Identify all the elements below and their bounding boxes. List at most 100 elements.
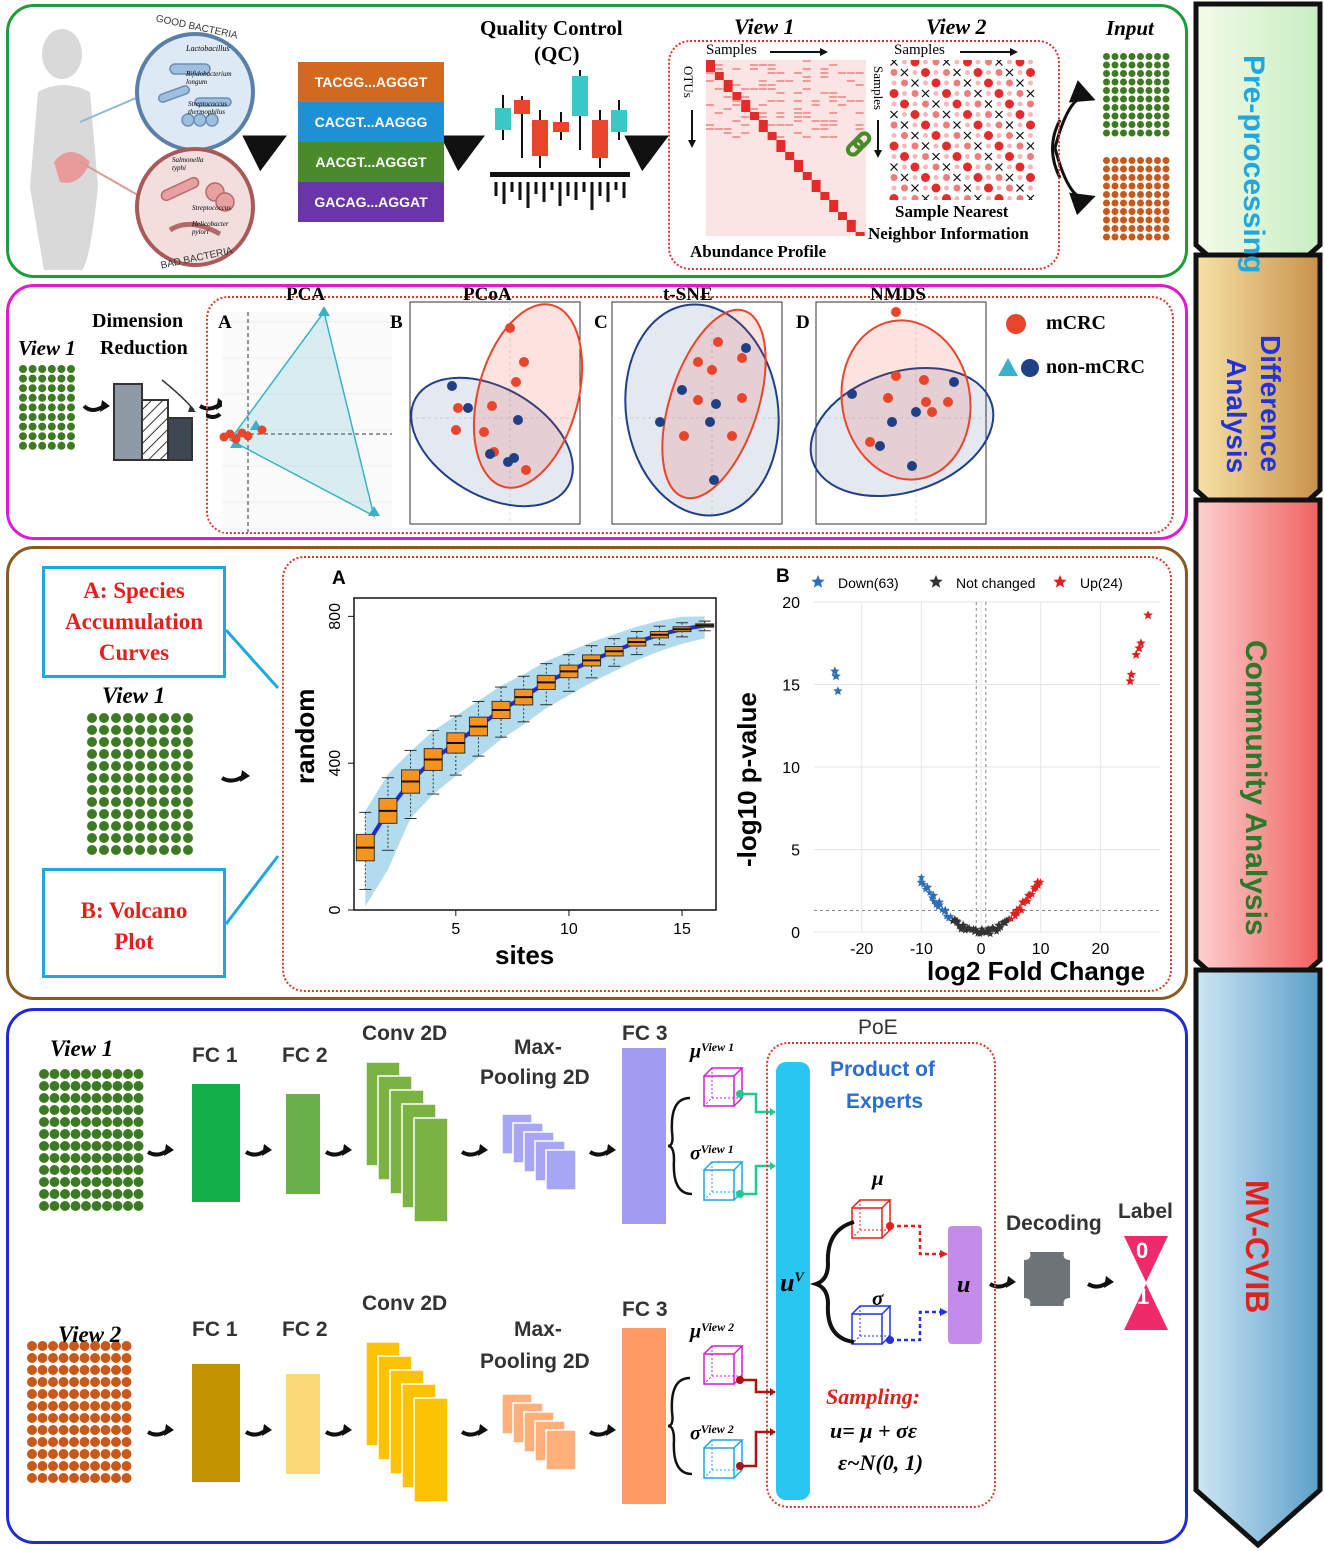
grid-dot: [57, 442, 65, 450]
ordination-point: [509, 453, 519, 463]
label-label: Label: [1118, 1200, 1173, 1224]
mu-view1-label: μView 1: [690, 1040, 734, 1064]
grid-dot: [38, 1377, 48, 1387]
grid-dot: [1103, 191, 1110, 198]
pool-layer: [546, 1430, 576, 1470]
grid-dot: [60, 1117, 70, 1127]
nn-dot: [964, 195, 971, 200]
grid-dot: [1112, 183, 1119, 190]
grid-dot: [1129, 166, 1136, 173]
sampling-eq1: u= μ + σε: [830, 1418, 917, 1444]
grid-dot: [67, 442, 75, 450]
grid-dot: [71, 1117, 81, 1127]
nn-dot: [995, 194, 1004, 200]
grid-dot: [111, 1437, 121, 1447]
heat-cell: [820, 192, 829, 196]
grid-dot: [123, 1165, 133, 1175]
grid-dot: [134, 1093, 144, 1103]
grid-dot: [1154, 113, 1161, 120]
grid-dot: [1129, 121, 1136, 128]
fc1-label-v1: FC 1: [192, 1044, 238, 1068]
grid-dot: [60, 1105, 70, 1115]
grid-dot: [48, 1341, 58, 1351]
grid-dot: [1103, 113, 1110, 120]
grid-dot: [67, 423, 75, 431]
grid-dot: [92, 1141, 102, 1151]
grid-dot: [1120, 62, 1127, 69]
grid-dot: [39, 1201, 49, 1211]
grid-dot: [1146, 225, 1153, 232]
grid-dot: [27, 1437, 37, 1447]
grid-dot: [80, 1377, 90, 1387]
grid-dot: [1129, 157, 1136, 164]
grid-dot: [1154, 225, 1161, 232]
arrowhead: [606, 1144, 616, 1156]
uv-label: uV: [780, 1268, 804, 1298]
grid-dot: [134, 1153, 144, 1163]
grid-dot: [1112, 96, 1119, 103]
grid-dot: [1129, 183, 1136, 190]
sigma-view1-sup: View 1: [701, 1142, 734, 1156]
grid-dot: [27, 1341, 37, 1351]
legend-entry: Up(24): [1080, 575, 1123, 591]
poe-mu-label: μ: [872, 1166, 884, 1191]
view2-title: View 2: [926, 14, 987, 40]
nn-dot: [891, 174, 898, 181]
grid-dot: [59, 1449, 69, 1459]
grid-dot: [1137, 200, 1144, 207]
nn-dot: [912, 195, 919, 200]
ordination-point: [741, 343, 751, 353]
grid-dot: [59, 1401, 69, 1411]
ordination-point: [521, 465, 531, 475]
grid-dot: [1103, 183, 1110, 190]
grid-dot: [1163, 191, 1170, 198]
ordination-point: [919, 375, 929, 385]
pca-point: [244, 432, 253, 441]
mvcvib-diagram: [0, 1008, 1190, 1548]
grid-dot: [92, 1117, 102, 1127]
grid-dot: [1112, 87, 1119, 94]
y-tick-label: 10: [782, 760, 800, 777]
mv-view2-label: View 2: [58, 1322, 121, 1348]
ordination-point: [883, 393, 893, 403]
sigma-symbol-v1: σ: [690, 1143, 701, 1165]
grid-dot: [1163, 174, 1170, 181]
grid-dot: [123, 1069, 133, 1079]
grid-dot: [92, 1129, 102, 1139]
grid-dot: [29, 375, 37, 383]
grid-dot: [1103, 121, 1110, 128]
grid-dot: [50, 1153, 60, 1163]
grid-dot: [67, 432, 75, 440]
grid-dot: [1112, 166, 1119, 173]
plot-letter: A: [332, 568, 346, 589]
grid-dot: [67, 365, 75, 373]
grid-dot: [1137, 166, 1144, 173]
conv-layer: [414, 1118, 448, 1222]
grid-dot: [19, 423, 27, 431]
grid-dot: [1112, 200, 1119, 207]
u-label: u: [957, 1272, 970, 1299]
grid-dot: [1120, 79, 1127, 86]
sequence-3: AACGT...AGGGT: [298, 142, 444, 182]
grid-dot: [50, 1201, 60, 1211]
nn-dot: [1007, 196, 1012, 200]
grid-dot: [57, 384, 65, 392]
y-tick-label: 800: [327, 603, 344, 630]
nn-dot: [942, 194, 951, 200]
heat-cell: [838, 216, 847, 220]
grid-dot: [122, 1461, 132, 1471]
plot-title-nmds: NMDS: [870, 284, 926, 306]
grid-dot: [1163, 121, 1170, 128]
grid-dot: [81, 1141, 91, 1151]
grid-dot: [101, 1377, 111, 1387]
grid-dot: [1146, 62, 1153, 69]
arrowhead: [164, 1144, 174, 1156]
grid-dot: [69, 1461, 79, 1471]
grid-dot: [1154, 157, 1161, 164]
grid-dot: [1112, 70, 1119, 77]
heat-cell: [803, 172, 812, 176]
grid-dot: [1137, 53, 1144, 60]
side-label-difference-1: Difference: [1254, 335, 1286, 472]
input-grid-view1: [1102, 52, 1172, 140]
grid-dot: [48, 365, 56, 373]
